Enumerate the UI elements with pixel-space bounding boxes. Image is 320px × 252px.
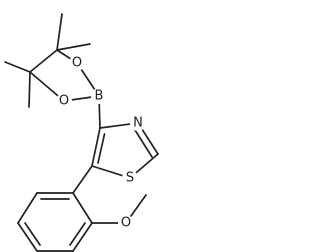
sulfur-bg [122,170,138,186]
bond-n-c2-double [134,129,153,158]
bond-c4-c5 [91,127,101,167]
bond-ar3-ar4 [17,222,38,252]
bond-ar6-ar1 [72,192,93,224]
atom-sulfur: S [126,171,134,186]
nitrogen-bg [130,115,146,131]
bonds [4,13,159,252]
atom-o-top: O [72,56,82,71]
bond-c4-c5-double [97,133,106,164]
boron-bg [91,88,107,104]
atom-nitrogen: N [133,116,143,131]
bond-ar5-ar6-double [69,222,86,246]
o-top-bg [69,55,85,71]
bond-c2-methyl-b [56,43,91,51]
o-bottom-bg [56,93,72,109]
atom-labels: O O B N S O [56,55,146,231]
o-methoxy-bg [118,215,134,231]
bond-c2-methyl-a [56,13,63,51]
bond-c1-methyl-b [28,71,31,108]
atom-o-bottom: O [59,94,69,109]
bond-ar5-ar6 [72,222,93,252]
bond-c5-phenyl [72,165,93,194]
bond-c1-methyl-a [4,61,31,73]
bond-c1-c2 [29,49,58,73]
bond-ar2-ar3 [17,192,38,224]
molecule-drawing: O O B N S O [4,13,159,252]
chemical-structure: O O B N S O [4,13,159,252]
atom-o-methoxy: O [121,216,131,231]
bond-ar3-ar4-double [24,222,41,246]
atom-boron: B [95,89,104,104]
